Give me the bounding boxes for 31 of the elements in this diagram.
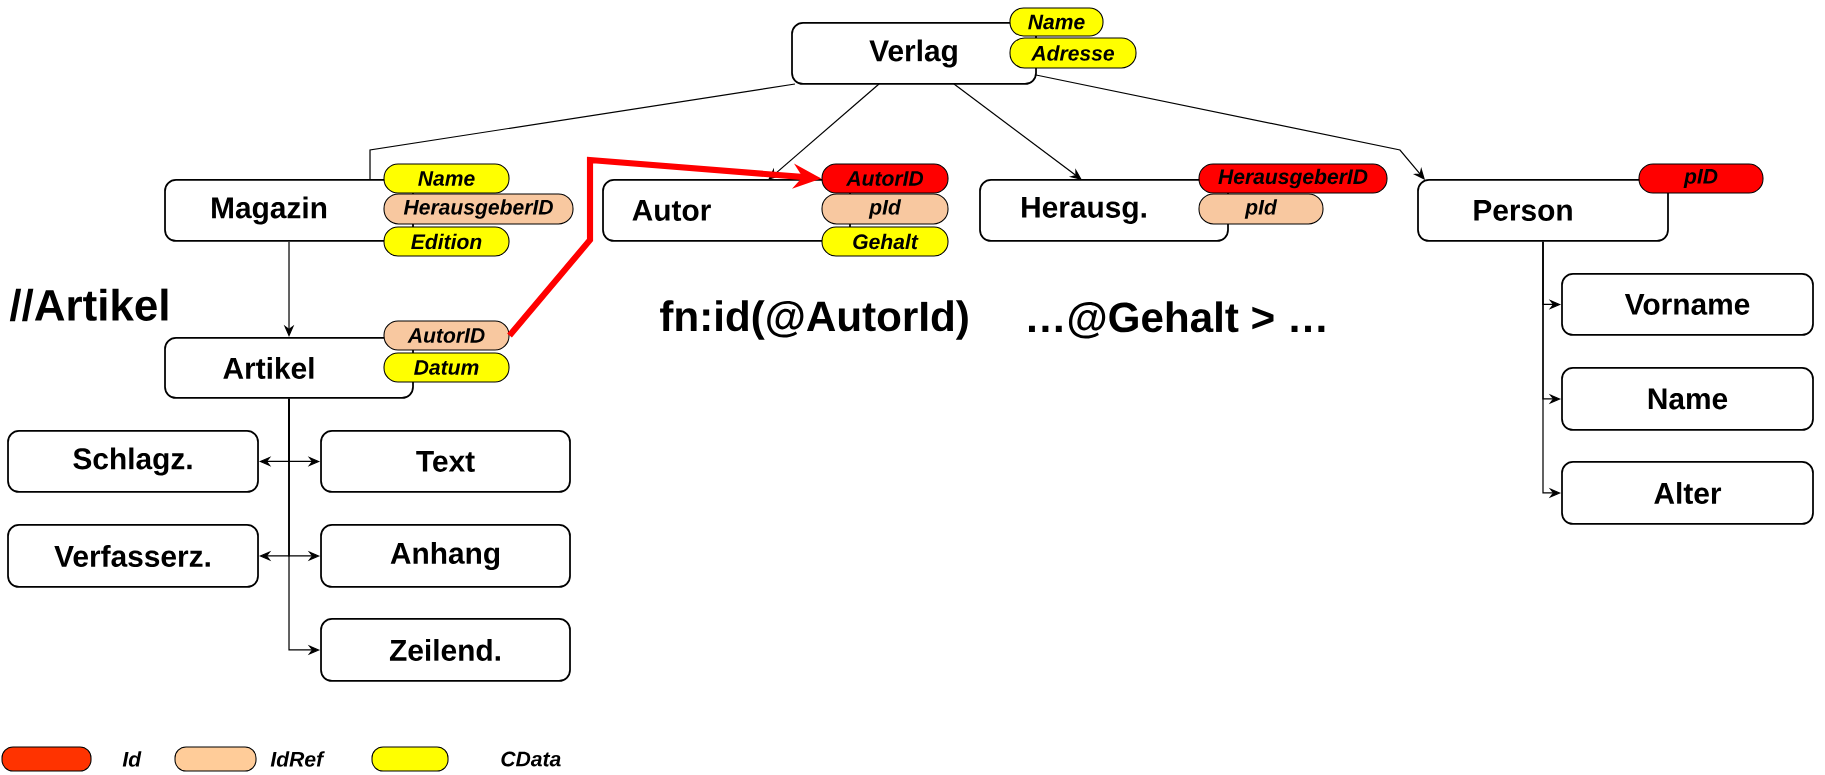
- attribute-pill: pId: [1198, 193, 1324, 225]
- legend-label: IdRef: [270, 751, 325, 767]
- legend-label: CData: [501, 751, 561, 767]
- legend-label: Id: [122, 751, 142, 767]
- arrow: [953, 83, 1082, 180]
- element-box: Alter: [1561, 461, 1814, 525]
- element-box: Name: [1561, 367, 1814, 431]
- connector-line: [369, 83, 796, 181]
- attribute-pill: pId: [821, 193, 949, 225]
- attribute-pill: Name: [383, 163, 510, 194]
- xpath-expression: fn:id(@AutorId): [660, 300, 968, 340]
- attribute-pill: HerausgeberID: [1198, 163, 1388, 194]
- attribute-pill: Datum: [383, 352, 510, 383]
- element-box: Schlagz.: [7, 430, 259, 493]
- attribute-pill: Edition: [383, 226, 510, 257]
- element-box: Verfasserz.: [7, 524, 259, 588]
- attribute-pill: AutorID: [383, 320, 510, 351]
- element-box: Anhang: [320, 524, 571, 588]
- attribute-pill: Adresse: [1009, 37, 1137, 69]
- element-box: Zeilend.: [320, 618, 571, 682]
- xpath-expression: //Artikel: [9, 288, 168, 322]
- attribute-pill: HerausgeberID: [383, 193, 574, 225]
- attribute-pill: Gehalt: [821, 226, 949, 257]
- element-box: Text: [320, 430, 571, 493]
- element-box: Vorname: [1561, 273, 1814, 336]
- element-box: Person: [1417, 179, 1669, 242]
- attribute-pill: Name: [1009, 7, 1104, 37]
- attribute-pill: AutorID: [821, 163, 949, 194]
- attribute-pill: pID: [1638, 163, 1764, 194]
- xpath-expression: …@Gehalt > …: [1029, 301, 1325, 339]
- arrow: [1035, 74, 1425, 180]
